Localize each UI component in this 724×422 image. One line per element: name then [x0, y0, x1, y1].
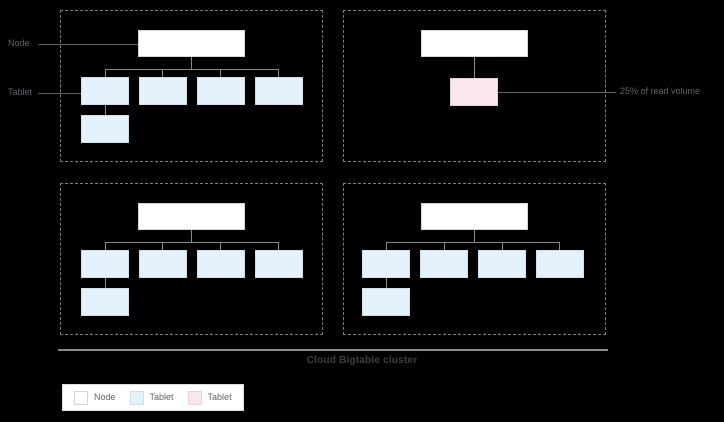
- tablet-pink-swatch-icon: [187, 390, 202, 405]
- tablet-box: [139, 77, 187, 105]
- hot-tablet-box: [450, 78, 498, 106]
- tablet-annotation-leader-line: [38, 93, 82, 94]
- tablet-box: [478, 250, 526, 278]
- connector: [162, 69, 163, 77]
- tablet-box: [81, 115, 129, 143]
- connector: [105, 105, 106, 115]
- connector: [386, 242, 559, 243]
- read-volume-label: 25% of read volume: [620, 86, 701, 96]
- connector: [162, 242, 163, 250]
- tablet-box: [362, 288, 410, 316]
- legend-item-tablet-blue: Tablet: [129, 390, 174, 405]
- node-swatch-icon: [74, 390, 88, 405]
- legend-item-tablet-pink: Tablet: [187, 390, 232, 405]
- tablet-box: [81, 288, 129, 316]
- connector: [386, 278, 387, 288]
- tablet-box: [81, 250, 129, 278]
- node-annotation-label: Node: [8, 38, 30, 48]
- tablet-box: [81, 77, 129, 105]
- tablet-box: [197, 77, 245, 105]
- legend: Node Tablet Tablet: [62, 384, 244, 411]
- cluster-divider: [58, 349, 608, 351]
- node-annotation-leader-line: [38, 44, 139, 45]
- connector: [191, 57, 192, 69]
- connector: [474, 230, 475, 242]
- legend-label-tablet-pink: Tablet: [207, 392, 232, 402]
- connector: [559, 242, 560, 250]
- connector: [278, 242, 279, 250]
- legend-label-node: Node: [94, 392, 116, 402]
- connector: [278, 69, 279, 77]
- tablet-box: [420, 250, 468, 278]
- connector: [191, 230, 192, 242]
- tablet-box: [139, 250, 187, 278]
- legend-label-tablet-blue: Tablet: [149, 392, 174, 402]
- node-box: [421, 203, 528, 230]
- connector: [105, 242, 278, 243]
- connector: [105, 278, 106, 288]
- tablet-box: [255, 77, 303, 105]
- node-group-top-left: [60, 10, 323, 162]
- cluster-caption: Cloud Bigtable cluster: [306, 355, 418, 366]
- tablet-box: [255, 250, 303, 278]
- read-volume-leader-line: [498, 92, 616, 93]
- node-box: [421, 30, 528, 57]
- connector: [444, 242, 445, 250]
- tablet-box: [536, 250, 584, 278]
- connector: [474, 57, 475, 78]
- tablet-blue-swatch-icon: [129, 390, 144, 405]
- connector: [105, 69, 278, 70]
- node-group-bottom-right: [343, 183, 606, 335]
- tablet-box: [362, 250, 410, 278]
- node-box: [138, 203, 245, 230]
- node-group-top-right: [343, 10, 606, 162]
- connector: [220, 69, 221, 77]
- connector: [105, 69, 106, 77]
- connector: [105, 242, 106, 250]
- tablet-annotation-label: Tablet: [8, 87, 33, 97]
- node-group-bottom-left: [60, 183, 323, 335]
- legend-item-node: Node: [74, 390, 116, 405]
- connector: [386, 242, 387, 250]
- tablet-box: [197, 250, 245, 278]
- connector: [502, 242, 503, 250]
- node-box: [138, 30, 245, 57]
- connector: [220, 242, 221, 250]
